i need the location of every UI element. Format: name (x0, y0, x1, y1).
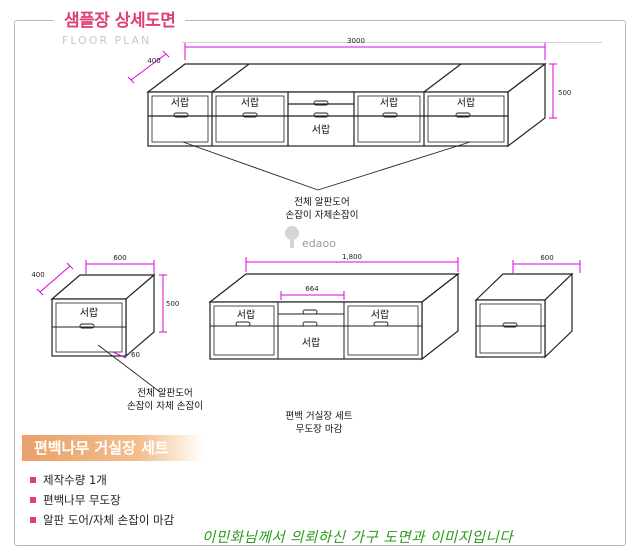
center-dimensions (245, 257, 459, 300)
dimension-depth: 400 (147, 57, 160, 65)
dimension-width: 600 (113, 254, 126, 262)
spec-item-text: 알판 도어/자체 손잡이 마감 (43, 513, 175, 527)
watermark-logo (285, 226, 299, 248)
dimension-width: 1,800 (342, 253, 362, 261)
dimension-height: 500 (558, 89, 571, 97)
right-dimensions (512, 260, 581, 273)
drawer-label: 서랍 (171, 96, 189, 109)
dimension-base: 60 (131, 351, 140, 359)
top-callout-lines (182, 141, 471, 191)
top-dimensions (127, 43, 557, 119)
spec-item: 제작수량 1개 (30, 470, 174, 490)
drawer-label: 서랍 (371, 308, 389, 321)
bullet-icon (30, 497, 36, 503)
drawer-label: 서랍 (457, 96, 475, 109)
dimension-inner: 664 (305, 285, 319, 293)
specs-title: 편백나무 거실장 세트 (22, 435, 204, 461)
caption-text: 무도장 마감 (296, 423, 343, 435)
drawer-label: 서랍 (237, 308, 255, 321)
page-subtitle: FLOOR PLAN (62, 34, 152, 47)
dimension-height: 500 (166, 300, 179, 308)
dimension-depth: 400 (31, 271, 44, 279)
center-cabinet (208, 272, 460, 361)
callout-text: 손잡이 자체 손잡이 (127, 400, 203, 412)
left-dimensions (36, 260, 167, 359)
page-title: 샘플장 상세도면 (54, 6, 186, 31)
callout-text: 전체 알판도어 (137, 388, 192, 399)
spec-item-text: 제작수량 1개 (43, 473, 107, 487)
watermark-text: edaoo (302, 237, 336, 250)
drawer-label: 서랍 (312, 123, 330, 136)
callout-text: 전체 알판도어 (294, 197, 349, 208)
dimension-width: 3000 (347, 37, 365, 45)
spec-item: 편백나무 무도장 (30, 490, 174, 510)
bullet-icon (30, 477, 36, 483)
callout-text: 손잡이 자체손잡이 (286, 209, 359, 221)
bullet-icon (30, 517, 36, 523)
right-cabinet (474, 272, 574, 359)
drawer-label: 서랍 (80, 306, 98, 319)
spec-item-text: 편백나무 무도장 (43, 493, 121, 507)
drawer-label: 서랍 (380, 96, 398, 109)
top-cabinet (146, 62, 547, 148)
left-callout-line (97, 344, 161, 393)
left-cabinet (50, 273, 156, 358)
dimension-width: 600 (540, 254, 553, 262)
caption-text: 편백 거실장 세트 (285, 410, 352, 422)
spec-item: 알판 도어/자체 손잡이 마감 (30, 510, 174, 530)
footer-note: 이민화님께서 의뢰하신 가구 도면과 이미지입니다 (202, 530, 514, 546)
spec-list: 제작수량 1개 편백나무 무도장 알판 도어/자체 손잡이 마감 (30, 470, 174, 530)
title-divider (182, 42, 602, 43)
drawer-label: 서랍 (241, 96, 259, 109)
drawing-frame (14, 20, 626, 546)
drawer-label: 서랍 (302, 336, 320, 349)
